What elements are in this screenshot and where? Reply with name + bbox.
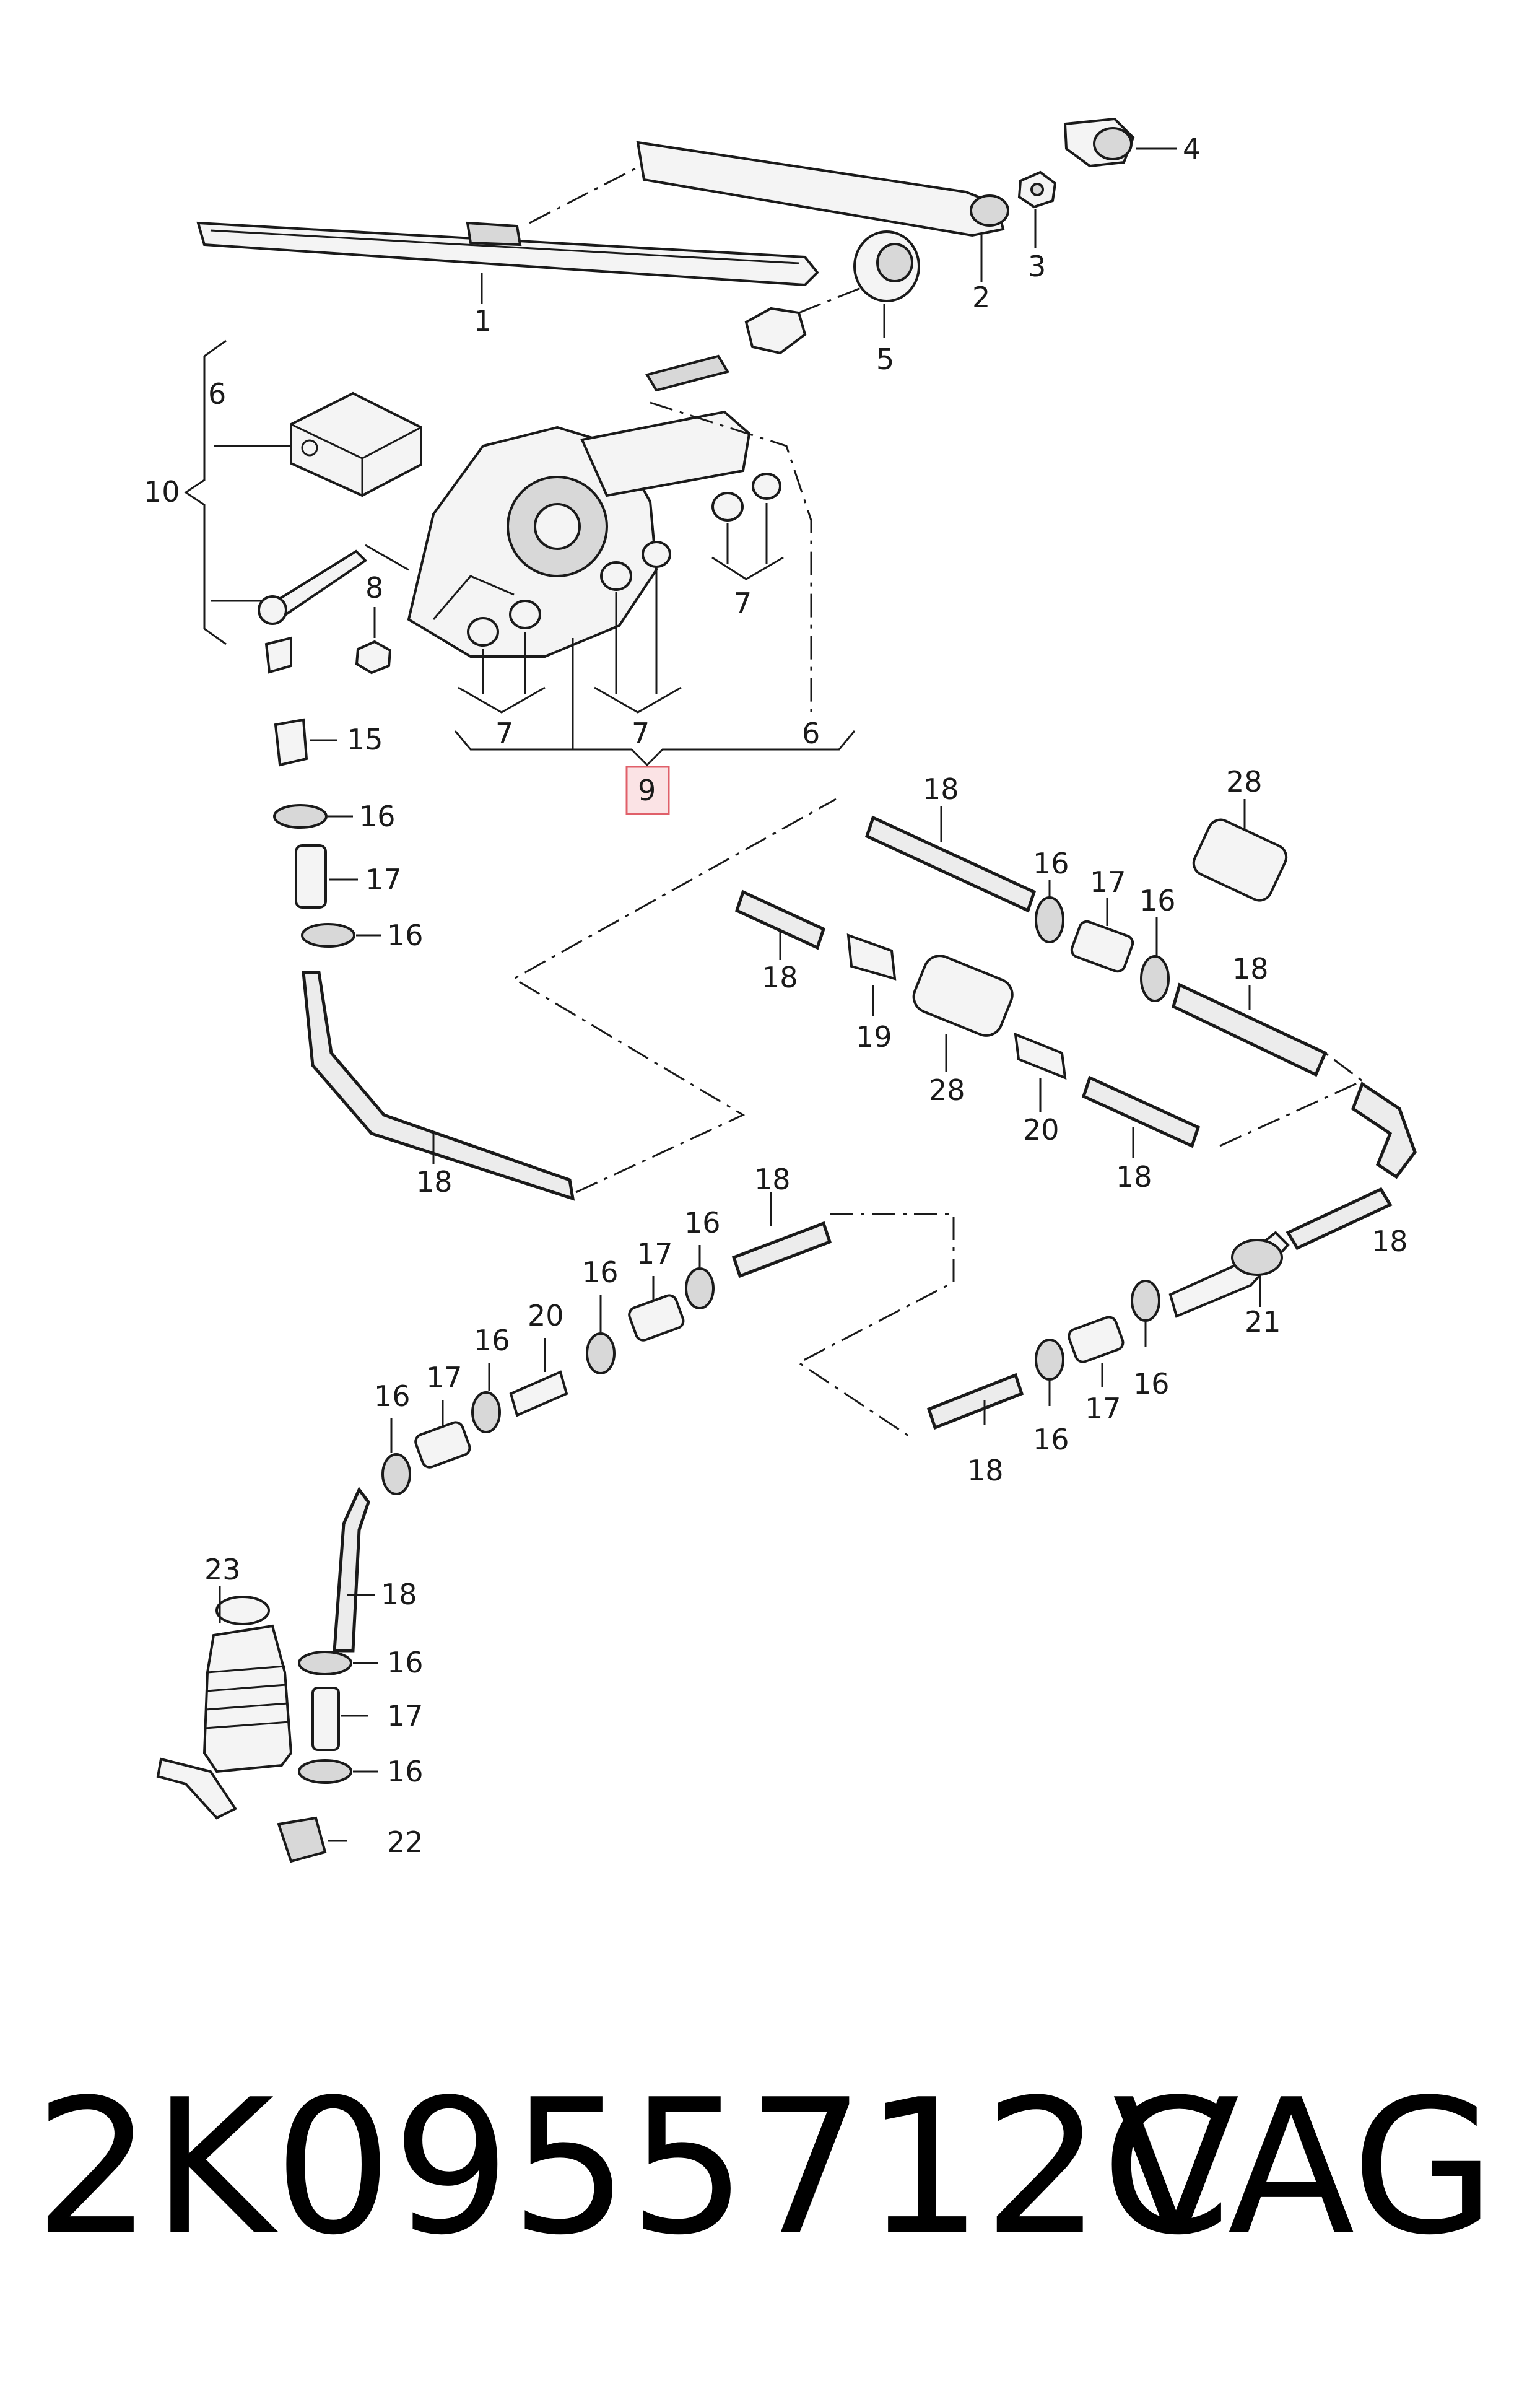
callout-7-mid: 7 bbox=[632, 717, 650, 750]
callout-5: 5 bbox=[876, 343, 894, 376]
callout-10: 10 bbox=[144, 475, 180, 509]
wiper-motor bbox=[365, 354, 812, 712]
lower-hose-run bbox=[298, 1192, 955, 1784]
brand-name: VAG bbox=[1112, 2060, 1495, 2276]
cap bbox=[1063, 117, 1177, 168]
footer: 2K0955712C VAG bbox=[0, 2038, 1540, 2298]
callout-16-l: 16 bbox=[1033, 1423, 1069, 1456]
callout-16-d: 16 bbox=[1139, 884, 1176, 917]
callout-18-d: 18 bbox=[762, 961, 798, 994]
callout-16-f: 16 bbox=[582, 1256, 619, 1289]
callout-18-a: 18 bbox=[416, 1165, 453, 1199]
callout-16-b: 16 bbox=[387, 919, 424, 952]
callout-18-b: 18 bbox=[923, 772, 959, 806]
callout-17-a: 17 bbox=[365, 863, 402, 896]
callout-20-a: 20 bbox=[1023, 1113, 1059, 1147]
callout-6-lower: 6 bbox=[802, 717, 820, 750]
middle-hose-run bbox=[734, 889, 1201, 1158]
callout-28-b: 28 bbox=[929, 1073, 965, 1107]
callout-17-f: 17 bbox=[1085, 1392, 1121, 1425]
right-lower-run bbox=[926, 1187, 1393, 1430]
callout-2: 2 bbox=[972, 281, 990, 314]
callout-16-j: 16 bbox=[387, 1755, 424, 1788]
bushing bbox=[744, 230, 920, 355]
callout-21: 21 bbox=[1245, 1305, 1281, 1339]
callout-16-g: 16 bbox=[474, 1324, 510, 1357]
part-number: 2K0955712C bbox=[34, 2060, 1232, 2276]
callout-17-d: 17 bbox=[426, 1361, 463, 1394]
callout-16-a: 16 bbox=[359, 800, 396, 833]
callout-8: 8 bbox=[365, 571, 383, 605]
callout-16-h: 16 bbox=[374, 1379, 411, 1413]
washer-pump bbox=[156, 1586, 347, 1863]
motor-nut bbox=[355, 607, 392, 675]
callout-18-h: 18 bbox=[381, 1578, 417, 1611]
callout-17-b: 17 bbox=[1090, 865, 1126, 899]
upper-right-hose-run bbox=[864, 799, 1417, 1179]
callout-18-e: 18 bbox=[1116, 1160, 1152, 1194]
control-unit-box bbox=[214, 391, 422, 497]
callout-23: 23 bbox=[204, 1553, 241, 1586]
wiper-arm bbox=[636, 141, 1009, 282]
callout-15: 15 bbox=[347, 723, 383, 756]
callout-19: 19 bbox=[856, 1020, 892, 1054]
callout-16-i: 16 bbox=[387, 1646, 424, 1679]
pivot-pin bbox=[211, 549, 368, 674]
callout-9: 9 bbox=[638, 774, 656, 807]
bracket-lines bbox=[184, 339, 856, 767]
callout-7-left: 7 bbox=[495, 717, 513, 750]
nut bbox=[1017, 170, 1057, 248]
left-hose-run bbox=[273, 718, 837, 1201]
callout-18-i: 18 bbox=[967, 1454, 1004, 1487]
exploded-parts-diagram: 1 2 3 4 5 6 10 8 7 7 7 6 9 15 16 17 16 1… bbox=[144, 117, 1417, 1863]
callout-20-b: 20 bbox=[528, 1299, 564, 1332]
callout-6-upper: 6 bbox=[208, 377, 226, 411]
grommets bbox=[458, 473, 784, 714]
callout-18-f: 18 bbox=[1372, 1225, 1408, 1258]
callout-16-k: 16 bbox=[1133, 1367, 1170, 1400]
callout-3: 3 bbox=[1028, 250, 1046, 283]
callout-16-e: 16 bbox=[684, 1206, 721, 1239]
callout-4: 4 bbox=[1183, 132, 1201, 165]
callout-18-c: 18 bbox=[1232, 952, 1269, 985]
wiper-blade bbox=[196, 163, 819, 304]
callout-7-right: 7 bbox=[734, 587, 752, 620]
callout-labels: 1 2 3 4 5 6 10 8 7 7 7 6 9 15 16 17 16 1… bbox=[144, 132, 1408, 1859]
callout-9-highlight bbox=[625, 766, 670, 815]
callout-16-c: 16 bbox=[1033, 847, 1069, 880]
callout-22: 22 bbox=[387, 1825, 424, 1859]
callout-17-e: 17 bbox=[387, 1699, 424, 1732]
callout-28-a: 28 bbox=[1226, 765, 1263, 798]
callout-17-c: 17 bbox=[637, 1237, 673, 1270]
callout-18-g: 18 bbox=[754, 1163, 791, 1196]
callout-1: 1 bbox=[474, 304, 492, 338]
